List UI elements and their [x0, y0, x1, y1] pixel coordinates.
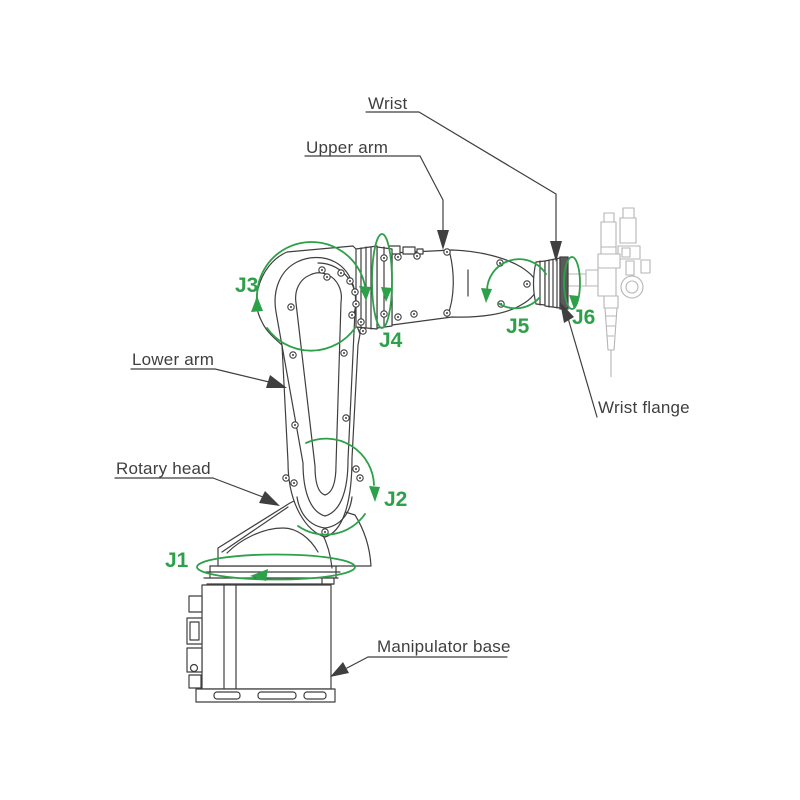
label-joint-j6: J6	[572, 306, 596, 329]
label-joint-j4: J4	[379, 329, 403, 352]
rotary-head-drawing	[217, 497, 372, 569]
label-joint-j5: J5	[506, 315, 530, 338]
j6-rotation-marker	[563, 256, 581, 310]
manipulator-base-drawing	[186, 584, 336, 703]
lower-arm-drawing	[255, 245, 361, 538]
label-wrist: Wrist	[368, 94, 408, 113]
label-joint-j1: J1	[165, 549, 189, 572]
j5-rotation-marker	[481, 258, 547, 310]
j2-rotation-marker	[297, 437, 380, 536]
label-wrist-flange: Wrist flange	[598, 398, 690, 417]
label-manipulator-base: Manipulator base	[377, 637, 511, 656]
j1-rotation-marker	[196, 553, 356, 581]
j3-rotation-marker	[251, 241, 371, 352]
label-rotary-head: Rotary head	[116, 459, 211, 478]
label-joint-j2: J2	[384, 488, 408, 511]
label-joint-j3: J3	[235, 274, 259, 297]
label-lower-arm: Lower arm	[132, 350, 215, 369]
turntable-drawing	[203, 565, 341, 585]
label-upper-arm: Upper arm	[306, 138, 389, 157]
end-effector-tool-drawing	[567, 207, 651, 377]
joint-rotation-annotations	[196, 233, 581, 581]
leader-lines	[114, 111, 598, 677]
j4-rotation-marker	[371, 233, 393, 329]
